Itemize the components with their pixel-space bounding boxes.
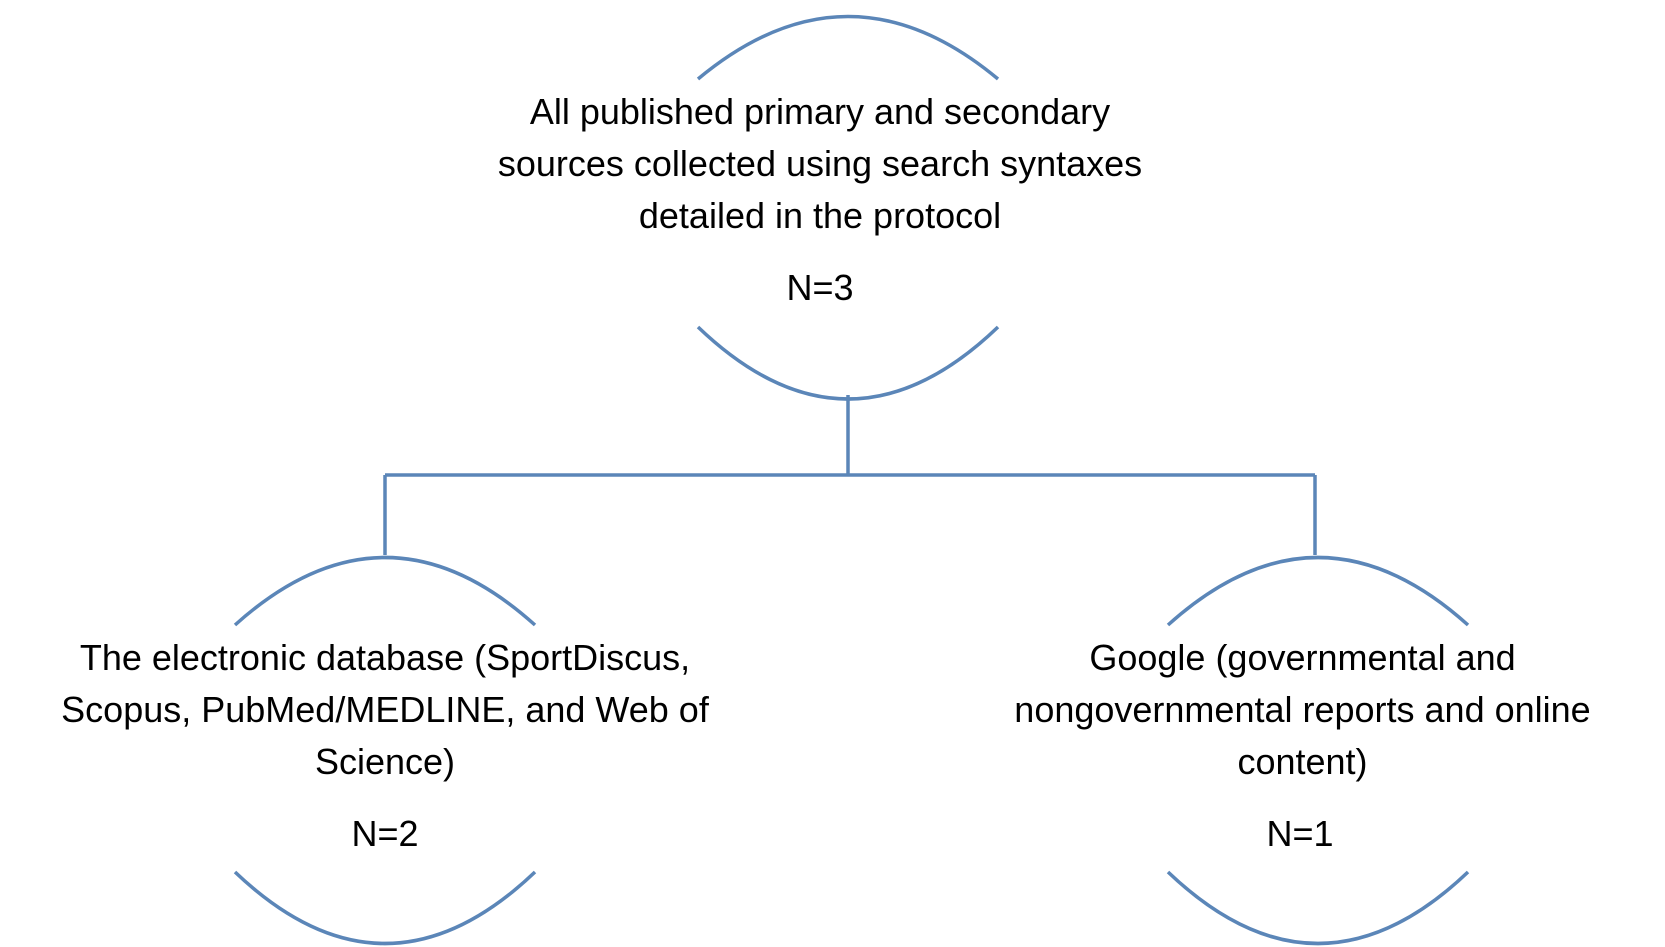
right-node-line: Google (governmental and	[1089, 637, 1516, 678]
left-node-line: Science)	[314, 741, 456, 782]
right-node-line: content)	[1237, 741, 1368, 782]
right-node-line: nongovernmental reports and online	[1014, 689, 1591, 730]
left-node-bottom-arc	[233, 870, 537, 946]
left-node-count: N=2	[351, 813, 419, 854]
root-node-line: All published primary and secondary	[529, 91, 1111, 132]
left-node-top-arc	[233, 555, 537, 627]
right-node-text: Google (governmental and nongovernmental…	[940, 632, 1665, 788]
right-node-bottom-arc	[1166, 870, 1470, 946]
right-node-count: N=1	[1266, 813, 1334, 854]
left-node-line: The electronic database (SportDiscus,	[79, 637, 691, 678]
root-node-line: detailed in the protocol	[638, 195, 1002, 236]
left-node-line: Scopus, PubMed/MEDLINE, and Web of	[61, 689, 709, 730]
right-node-top-arc	[1166, 555, 1470, 627]
root-node-text: All published primary and secondary sour…	[420, 86, 1220, 242]
root-node-bottom-arc	[696, 325, 1000, 401]
root-node-top-arc	[696, 14, 1000, 81]
left-node-text: The electronic database (SportDiscus, Sc…	[0, 632, 770, 788]
root-node-count: N=3	[786, 267, 854, 308]
root-node-line: sources collected using search syntaxes	[497, 143, 1143, 184]
